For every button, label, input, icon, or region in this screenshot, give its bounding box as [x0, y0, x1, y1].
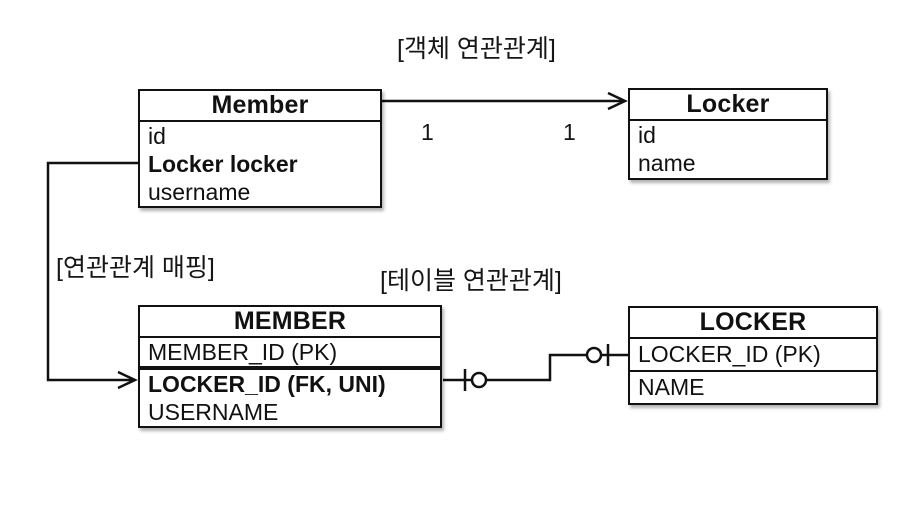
- locker-table-box: LOCKER LOCKER_ID (PK) NAME: [628, 306, 878, 405]
- member-table-columns: MEMBER_ID (PK) LOCKER_ID (FK, UNI) USERN…: [140, 338, 440, 426]
- object-association-arrow: [382, 91, 628, 111]
- cardinality-member-side: 1: [421, 119, 434, 145]
- object-relation-title: [객체 연관관계]: [397, 35, 556, 63]
- member-column-username: USERNAME: [148, 398, 279, 425]
- arrowhead-right-icon: [607, 91, 628, 111]
- member-entity-box: Member id Locker locker username: [138, 89, 382, 208]
- member-field-username: username: [148, 178, 251, 205]
- cardinality-circle-right-icon: [585, 346, 603, 364]
- locker-table-columns: LOCKER_ID (PK) NAME: [630, 339, 876, 403]
- locker-entity-fields: id name: [630, 121, 826, 178]
- locker-table-title: LOCKER: [630, 308, 876, 339]
- table-relationship-connector: [443, 344, 628, 391]
- locker-entity-title: Locker: [630, 90, 826, 121]
- mapping-line: [46, 161, 138, 382]
- cardinality-locker-side: 1: [563, 119, 576, 145]
- member-entity-title: Member: [140, 91, 380, 122]
- locker-column-locker-id: LOCKER_ID (PK): [630, 339, 876, 372]
- locker-entity-box: Locker id name: [628, 88, 828, 180]
- member-field-locker: Locker locker: [148, 150, 298, 177]
- mapping-label: [연관관계 매핑]: [56, 254, 215, 282]
- locker-column-name: NAME: [638, 374, 705, 400]
- locker-field-name: name: [638, 150, 696, 177]
- member-column-locker-id: LOCKER_ID (FK, UNI): [140, 368, 440, 398]
- member-table-box: MEMBER MEMBER_ID (PK) LOCKER_ID (FK, UNI…: [138, 305, 442, 428]
- member-entity-fields: id Locker locker username: [140, 122, 380, 206]
- table-relation-title: [테이블 연관관계]: [380, 267, 562, 295]
- locker-field-id: id: [638, 121, 656, 148]
- member-table-title: MEMBER: [140, 307, 440, 338]
- arrowhead-right-icon: [117, 370, 138, 390]
- cardinality-circle-left-icon: [470, 371, 488, 389]
- member-field-id: id: [148, 122, 166, 149]
- member-column-member-id: MEMBER_ID (PK): [140, 338, 440, 368]
- mapping-arrow: [46, 161, 138, 390]
